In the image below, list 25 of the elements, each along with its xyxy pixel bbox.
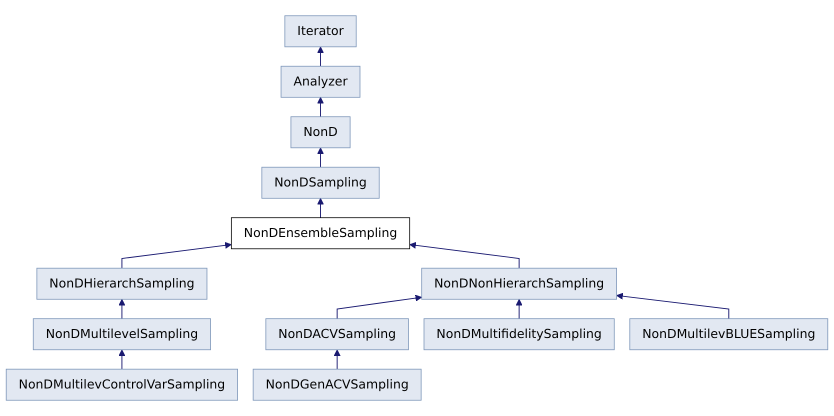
node-box: NonDEnsembleSampling [230, 217, 410, 250]
node-box: NonD [290, 116, 351, 148]
node-box: NonDMultilevBLUESampling [629, 318, 828, 350]
arrow [409, 242, 520, 269]
node-box: NonDACVSampling [265, 318, 409, 350]
node-box: NonDSampling [261, 166, 380, 199]
node-box: NonDMultilevelSampling [32, 318, 211, 350]
arrow [317, 148, 324, 168]
node-box: NonDNonHierarchSampling [421, 268, 617, 300]
node-box: Analyzer [280, 66, 360, 98]
arrow [334, 349, 341, 370]
arrow [118, 349, 126, 370]
node-box: NonDGenACVSampling [252, 368, 422, 401]
arrow [516, 298, 523, 320]
node-box: NonDMultifidelitySampling [424, 318, 615, 350]
arrow [616, 292, 730, 320]
arrow [317, 198, 324, 218]
node-box: Iterator [284, 15, 357, 48]
arrow [317, 46, 324, 67]
node-box: NonDMultilevControlVarSampling [6, 368, 238, 401]
node-box: NonDHierarchSampling [36, 268, 208, 300]
arrow [121, 242, 232, 269]
arrow [317, 97, 324, 118]
arrow [336, 294, 422, 320]
arrow [118, 298, 126, 320]
